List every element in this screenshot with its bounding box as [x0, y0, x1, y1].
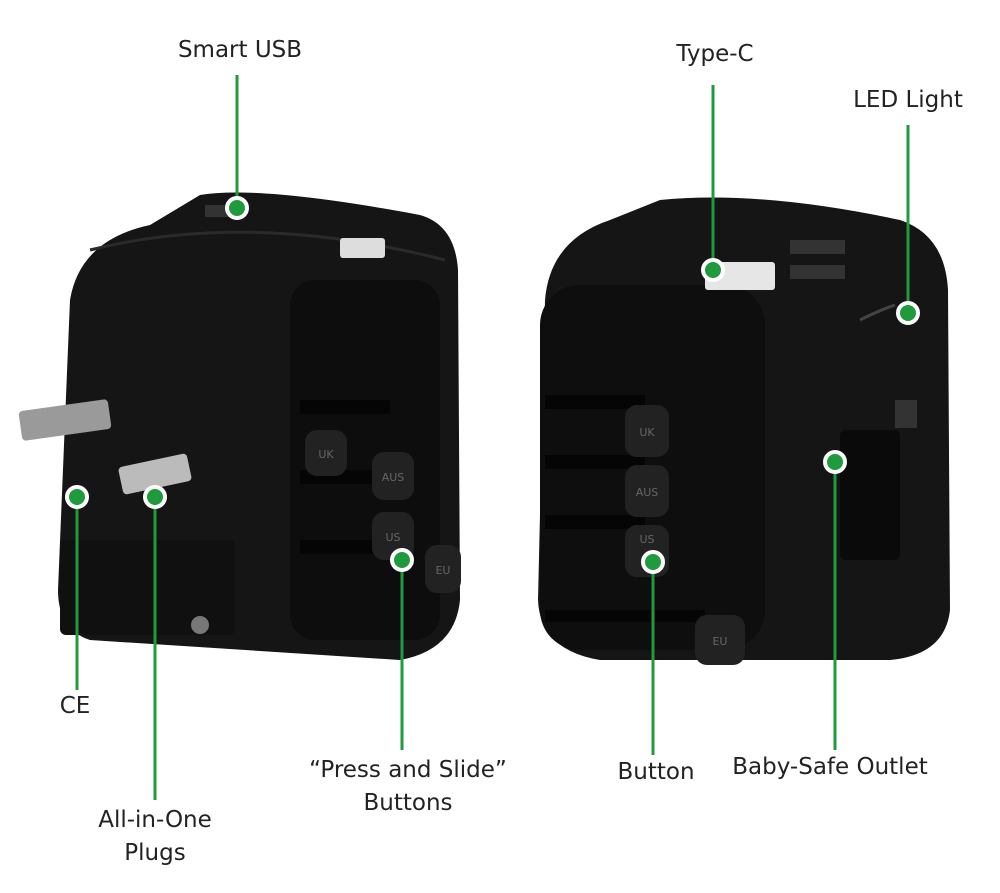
label-press-slide-line1: “Press and Slide” — [309, 757, 507, 783]
dot-all-in-one — [143, 485, 167, 509]
left-adapter: UK AUS US EU — [18, 192, 461, 660]
label-button: Button — [617, 759, 695, 785]
label-ce: CE — [59, 693, 91, 719]
label-press-slide-line2: Buttons — [363, 790, 453, 816]
label-all-in-one-line1: All-in-One — [98, 807, 212, 833]
slider-us-right: US — [639, 533, 654, 546]
label-press-slide-buttons: “Press and Slide” Buttons — [309, 754, 507, 820]
slider-eu-right: EU — [712, 635, 727, 648]
label-type-c: Type-C — [676, 41, 754, 67]
label-baby-safe-outlet: Baby-Safe Outlet — [732, 754, 928, 780]
right-adapter: UK AUS US EU — [538, 197, 950, 665]
leader-lines — [75, 75, 910, 800]
dot-button — [641, 550, 665, 574]
slider-aus-left: AUS — [382, 471, 405, 484]
slider-us-left: US — [385, 531, 400, 544]
slider-uk-left: UK — [318, 448, 334, 461]
label-smart-usb: Smart USB — [177, 37, 303, 63]
label-all-in-one-plugs: All-in-One Plugs — [98, 804, 212, 870]
slider-uk-right: UK — [639, 426, 655, 439]
label-led-light: LED Light — [853, 87, 963, 113]
dot-led-light — [896, 301, 920, 325]
dot-type-c — [701, 258, 725, 282]
slider-eu-left: EU — [435, 564, 450, 577]
dot-press-slide — [390, 548, 414, 572]
slider-aus-right: AUS — [636, 486, 659, 499]
dot-ce — [65, 485, 89, 509]
dot-baby-safe — [823, 450, 847, 474]
dot-smart-usb — [225, 196, 249, 220]
label-all-in-one-line2: Plugs — [124, 840, 186, 866]
callout-dots — [65, 196, 920, 574]
